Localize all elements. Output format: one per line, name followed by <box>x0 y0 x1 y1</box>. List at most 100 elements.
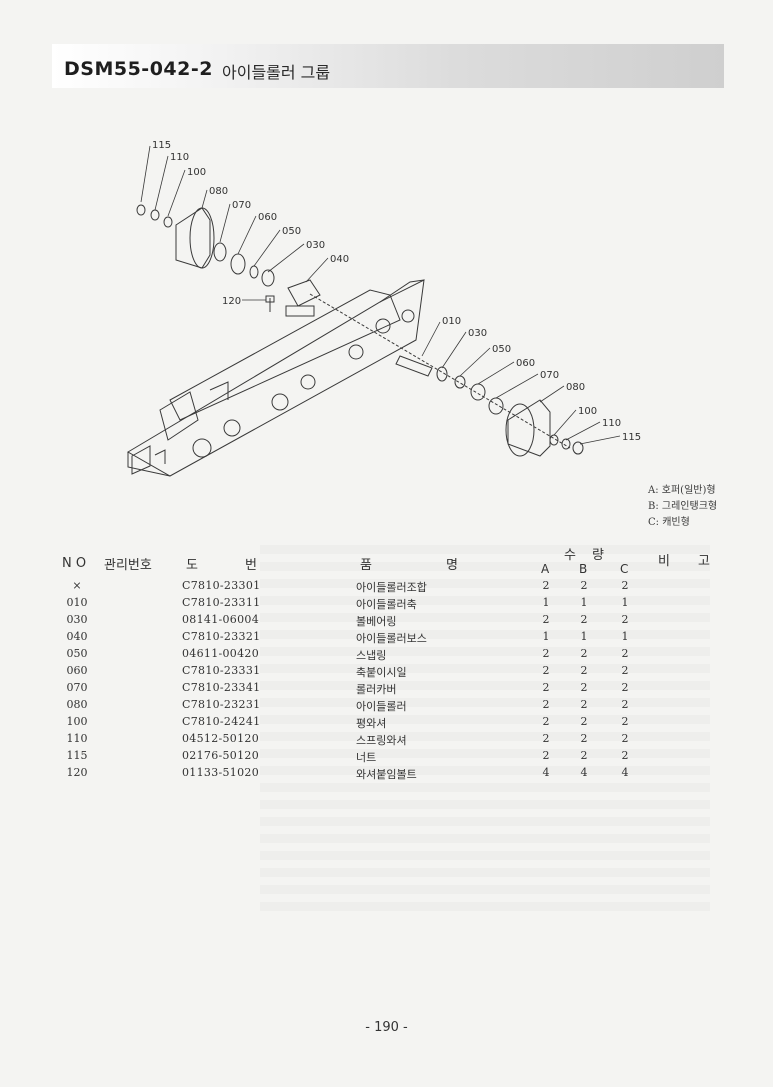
col-header-name-2: 명 <box>446 558 458 573</box>
cell-part-name: 축붙이시일 <box>356 666 407 679</box>
cell-qty-a: 2 <box>542 647 550 660</box>
cell-qty-c: 1 <box>621 596 629 609</box>
cell-no: 100 <box>66 715 88 728</box>
cell-part-number: 04611-00420 <box>182 647 260 660</box>
legend-b: B: 그레인탱크형 <box>648 501 718 512</box>
legend-c: C: 캐빈형 <box>648 517 690 528</box>
cell-qty-a: 4 <box>542 766 550 779</box>
cell-qty-b: 2 <box>580 613 588 626</box>
cell-part-name: 아이들롤러보스 <box>356 632 427 645</box>
table-row: 120 01133-51020 와셔붙임볼트 4 4 4 <box>0 766 773 783</box>
leader-lines <box>140 145 621 445</box>
page-title-code: DSM55-042-2 <box>64 58 213 80</box>
col-header-qty-b: B <box>579 562 588 576</box>
col-header-qty-a: A <box>541 562 550 576</box>
col-header-remarks-2: 고 <box>698 554 710 569</box>
cell-qty-a: 2 <box>542 749 550 762</box>
cell-part-number: 02176-50120 <box>182 749 260 762</box>
callout-label: 050 <box>492 344 511 355</box>
col-header-mgmt-no: 관리번호 <box>104 558 152 573</box>
cell-qty-c: 2 <box>621 579 629 592</box>
callout-label: 070 <box>232 200 251 211</box>
cell-qty-a: 2 <box>542 715 550 728</box>
cell-qty-b: 2 <box>580 749 588 762</box>
table-row: 030 08141-06004 볼베어링 2 2 2 <box>0 613 773 630</box>
table-row: 040 C7810-23321 아이들롤러보스 1 1 1 <box>0 630 773 647</box>
callout-label: 080 <box>566 382 585 393</box>
page-title-group: 아이들롤러 그룹 <box>222 63 331 82</box>
cell-part-name: 너트 <box>356 751 377 764</box>
table-row: 110 04512-50120 스프링와셔 2 2 2 <box>0 732 773 749</box>
cell-qty-a: 2 <box>542 732 550 745</box>
callout-label: 100 <box>578 406 597 417</box>
callout-label: 110 <box>170 152 189 163</box>
col-header-qty-1: 수 <box>564 548 576 563</box>
col-header-qty-c: C <box>620 562 629 576</box>
cell-qty-a: 2 <box>542 613 550 626</box>
cell-no: 040 <box>66 630 88 643</box>
cell-no: 115 <box>66 749 88 762</box>
cell-no: 010 <box>66 596 88 609</box>
cell-no: 050 <box>66 647 88 660</box>
cell-part-name: 스프링와셔 <box>356 734 407 747</box>
callout-label: 115 <box>622 432 641 443</box>
cell-qty-c: 1 <box>621 630 629 643</box>
track-frame <box>127 279 425 477</box>
cell-part-number: 01133-51020 <box>182 766 260 779</box>
cell-qty-c: 2 <box>621 647 629 660</box>
exploded-parts-diagram: 115 110 100 080 070 060 050 030 040 120 … <box>127 140 641 477</box>
cell-qty-c: 2 <box>621 681 629 694</box>
col-header-drawing-2: 번 <box>245 558 257 573</box>
callout-label: 010 <box>442 316 461 327</box>
callout-label: 030 <box>468 328 487 339</box>
cell-part-name: 평와셔 <box>356 717 387 730</box>
table-row: 010 C7810-23311 아이들롤러축 1 1 1 <box>0 596 773 613</box>
legend-a: A: 호퍼(일반)형 <box>648 485 716 496</box>
table-row: 070 C7810-23341 롤러카버 2 2 2 <box>0 681 773 698</box>
cell-no: 120 <box>66 766 88 779</box>
cell-part-name: 아이들롤러 <box>356 700 407 713</box>
callout-label: 060 <box>516 358 535 369</box>
cell-qty-c: 2 <box>621 732 629 745</box>
lower-parts <box>395 355 584 457</box>
cell-part-number: C7810-23341 <box>182 681 261 694</box>
cell-qty-a: 1 <box>542 596 550 609</box>
cell-part-name: 롤러카버 <box>356 683 397 696</box>
callout-label: 070 <box>540 370 559 381</box>
cell-no: 110 <box>66 732 88 745</box>
col-header-remarks-1: 비 <box>658 554 670 569</box>
cell-part-number: C7810-23331 <box>182 664 261 677</box>
title-band <box>52 44 724 88</box>
callout-label: 110 <box>602 418 621 429</box>
cell-qty-c: 2 <box>621 613 629 626</box>
col-header-qty-2: 량 <box>592 548 604 563</box>
table-row: 100 C7810-24241 평와셔 2 2 2 <box>0 715 773 732</box>
cell-qty-b: 1 <box>580 596 588 609</box>
cell-qty-a: 1 <box>542 630 550 643</box>
cell-part-name: 스냅링 <box>356 649 387 662</box>
callout-label: 060 <box>258 212 277 223</box>
cell-qty-b: 2 <box>580 698 588 711</box>
col-header-drawing-1: 도 <box>186 558 198 573</box>
model-legend: A: 호퍼(일반)형 B: 그레인탱크형 C: 캐빈형 <box>648 483 717 531</box>
cell-no: 030 <box>66 613 88 626</box>
callout-label: 100 <box>187 167 206 178</box>
cell-no: × <box>72 579 82 592</box>
cell-qty-b: 2 <box>580 664 588 677</box>
callout-label: 120 <box>222 296 241 307</box>
cell-qty-b: 2 <box>580 681 588 694</box>
cell-qty-c: 2 <box>621 749 629 762</box>
cell-no: 060 <box>66 664 88 677</box>
cell-qty-a: 2 <box>542 579 550 592</box>
cell-qty-b: 2 <box>580 732 588 745</box>
cell-qty-a: 2 <box>542 664 550 677</box>
cell-part-number: C7810-23301 <box>182 579 261 592</box>
cell-part-number: C7810-23311 <box>182 596 261 609</box>
callout-label: 040 <box>330 254 349 265</box>
table-row: 060 C7810-23331 축붙이시일 2 2 2 <box>0 664 773 681</box>
cell-part-number: 04512-50120 <box>182 732 260 745</box>
scan-shading <box>260 545 710 915</box>
table-row: 080 C7810-23231 아이들롤러 2 2 2 <box>0 698 773 715</box>
cell-qty-b: 2 <box>580 715 588 728</box>
callout-label: 115 <box>152 140 171 151</box>
